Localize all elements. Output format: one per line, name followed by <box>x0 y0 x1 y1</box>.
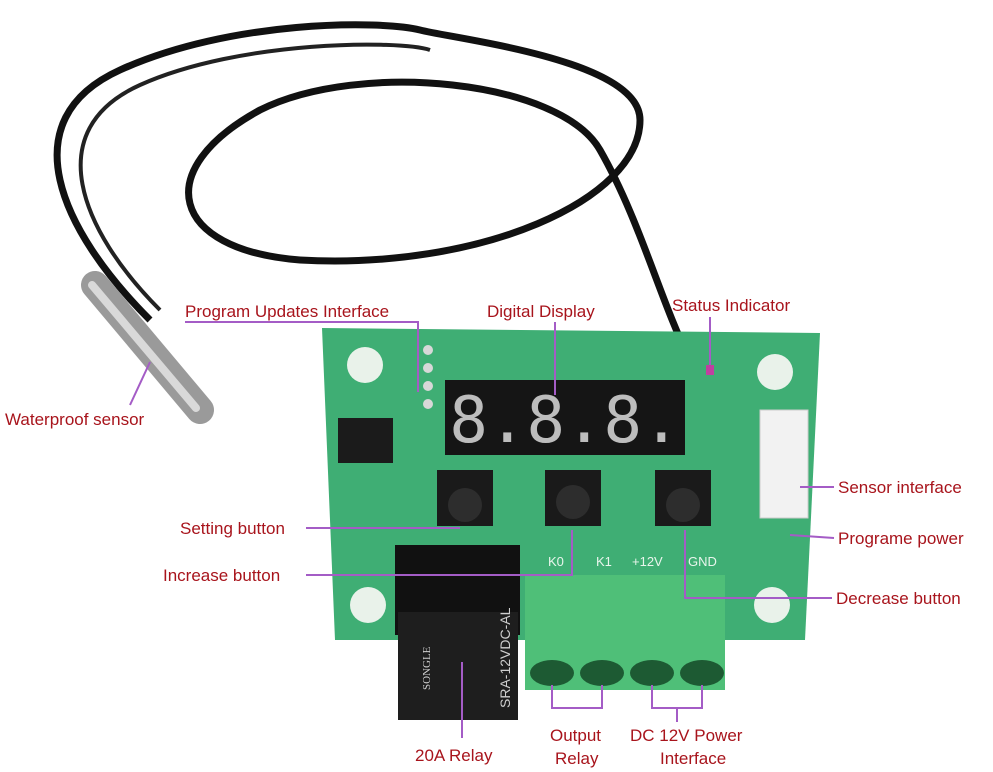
mount-hole <box>347 347 383 383</box>
terminal-block <box>525 575 725 690</box>
leader-decrease-button <box>684 530 832 599</box>
terminal-label-gnd: GND <box>688 554 717 569</box>
display-digits: 8.8.8. <box>449 384 680 458</box>
leader-programe-power <box>789 534 835 539</box>
label-output-relay-line2: Relay <box>555 749 599 768</box>
mount-hole <box>757 354 793 390</box>
label-increase-button: Increase button <box>163 566 280 585</box>
label-programe-power: Programe power <box>838 529 964 548</box>
waterproof-sensor-probe <box>81 271 214 424</box>
label-digital-display: Digital Display <box>487 302 595 321</box>
leader-program-updates <box>185 321 419 392</box>
microcontroller-chip <box>338 418 393 463</box>
label-decrease-button: Decrease button <box>836 589 961 608</box>
terminal-label-12v: +12V <box>632 554 663 569</box>
leader-output-relay <box>551 685 603 709</box>
label-dc-power-line1: DC 12V Power <box>630 726 743 745</box>
sensor-connector <box>759 409 809 519</box>
status-led <box>706 365 714 375</box>
label-sensor-interface: Sensor interface <box>838 478 962 497</box>
leader-dc-power <box>651 685 703 722</box>
digital-display <box>445 380 685 455</box>
increase-button[interactable] <box>545 470 601 526</box>
svg-text:SRA-12VDC-AL: SRA-12VDC-AL <box>497 607 513 708</box>
label-program-updates: Program Updates Interface <box>185 302 389 321</box>
sensor-cable <box>53 21 791 494</box>
leader-waterproof-sensor <box>129 361 151 406</box>
svg-text:SONGLE: SONGLE <box>421 646 433 690</box>
label-dc-power-line2: Interface <box>660 749 726 768</box>
mount-hole <box>350 587 386 623</box>
leader-increase-button <box>306 530 573 576</box>
label-waterproof-sensor: Waterproof sensor <box>5 410 145 429</box>
program-updates-header <box>423 345 433 409</box>
setting-button[interactable] <box>437 470 493 526</box>
label-status-indicator: Status Indicator <box>672 296 790 315</box>
terminal-label-k1: K1 <box>596 554 612 569</box>
label-relay: 20A Relay <box>415 746 493 765</box>
label-setting-button: Setting button <box>180 519 285 538</box>
mount-hole <box>754 587 790 623</box>
decrease-button[interactable] <box>655 470 711 526</box>
label-output-relay-line1: Output <box>550 726 601 745</box>
relay: SRA-12VDC-AL SONGLE <box>395 545 520 720</box>
terminal-label-k0: K0 <box>548 554 564 569</box>
